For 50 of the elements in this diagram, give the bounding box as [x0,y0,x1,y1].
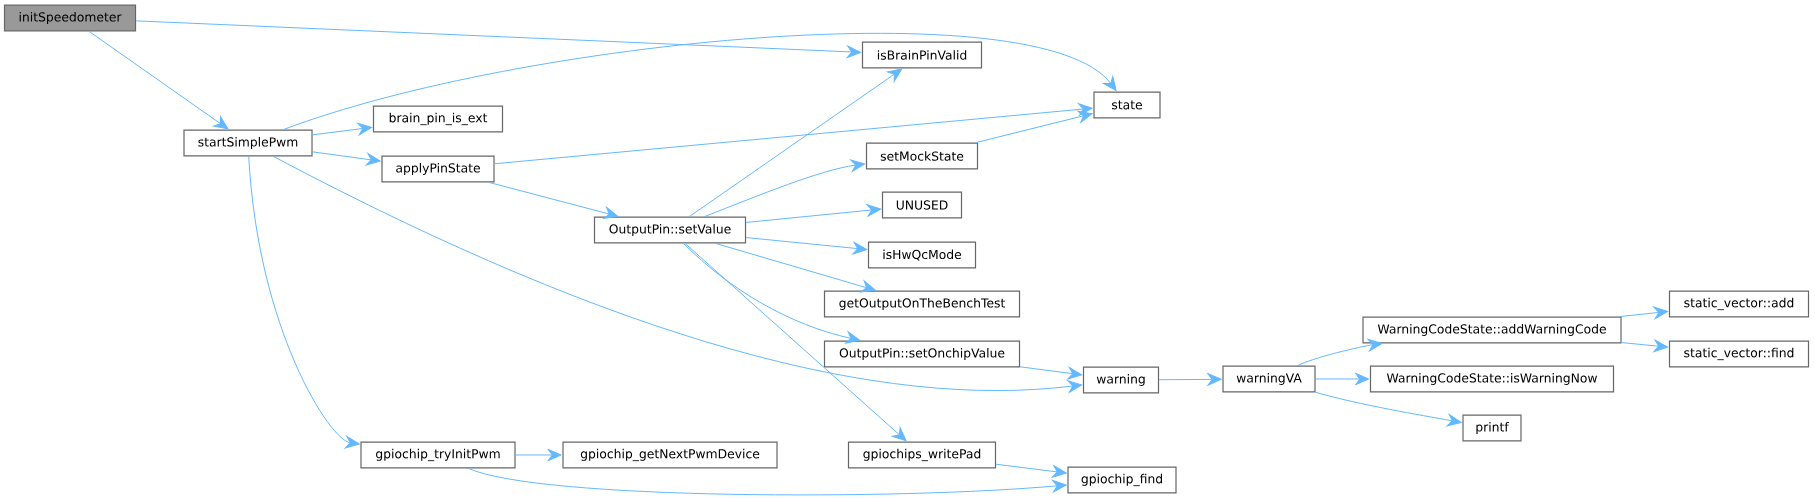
function-box: WarningCodeState::addWarningCode [1362,316,1622,344]
arrow [975,110,1093,144]
function-box: getOutputOnTheBenchTest [823,290,1021,318]
arrow [745,237,868,255]
arrow [135,20,862,59]
arrow [688,68,903,218]
function-box: applyPinState [381,155,495,183]
arrow [467,467,1067,496]
function-box: warningVA [1222,365,1316,393]
arrow [1158,373,1222,386]
arrow [1315,372,1370,386]
function-box: warning [1082,366,1160,394]
arrow [312,151,381,166]
arrow [494,103,1093,165]
function-box: gpiochip_tryInitPwm [360,441,516,469]
arrow [488,181,619,220]
arrow [1621,339,1669,353]
function-box: static_vector::find [1668,340,1810,368]
arrow [312,122,373,136]
function-box: isBrainPinValid [861,41,983,69]
arrow [1618,306,1669,320]
arrow [684,242,907,442]
arrow [272,155,1083,393]
arrow [282,33,1117,131]
arrow [995,463,1067,478]
function-box: setMockState [865,142,979,170]
arrow [703,159,866,218]
arrow [1019,366,1083,380]
function-box: isHwQcMode [867,241,977,269]
arrow [682,242,861,344]
function-box: WarningCodeState::isWarningNow [1369,365,1615,393]
arrow [88,30,229,130]
function-box: UNUSED [881,191,963,219]
arrow [745,204,882,223]
function-box: initSpeedometer [3,4,137,32]
arrow [515,448,562,462]
function-box: printf [1462,414,1522,442]
arrow [1315,391,1462,427]
arrow [248,155,360,449]
function-box: brain_pin_is_ext [372,105,504,133]
function-box: startSimplePwm [183,129,313,157]
function-box: OutputPin::setOnchipValue [823,340,1021,368]
arrow [1297,338,1383,367]
function-box: static_vector::add [1668,290,1810,318]
function-box: OutputPin::setValue [593,216,747,244]
arrow [715,242,876,293]
function-box: state [1093,91,1161,119]
function-box: gpiochip_find [1067,466,1177,494]
function-box: gpiochip_getNextPwmDevice [562,441,778,469]
function-box: gpiochips_writePad [847,441,997,469]
